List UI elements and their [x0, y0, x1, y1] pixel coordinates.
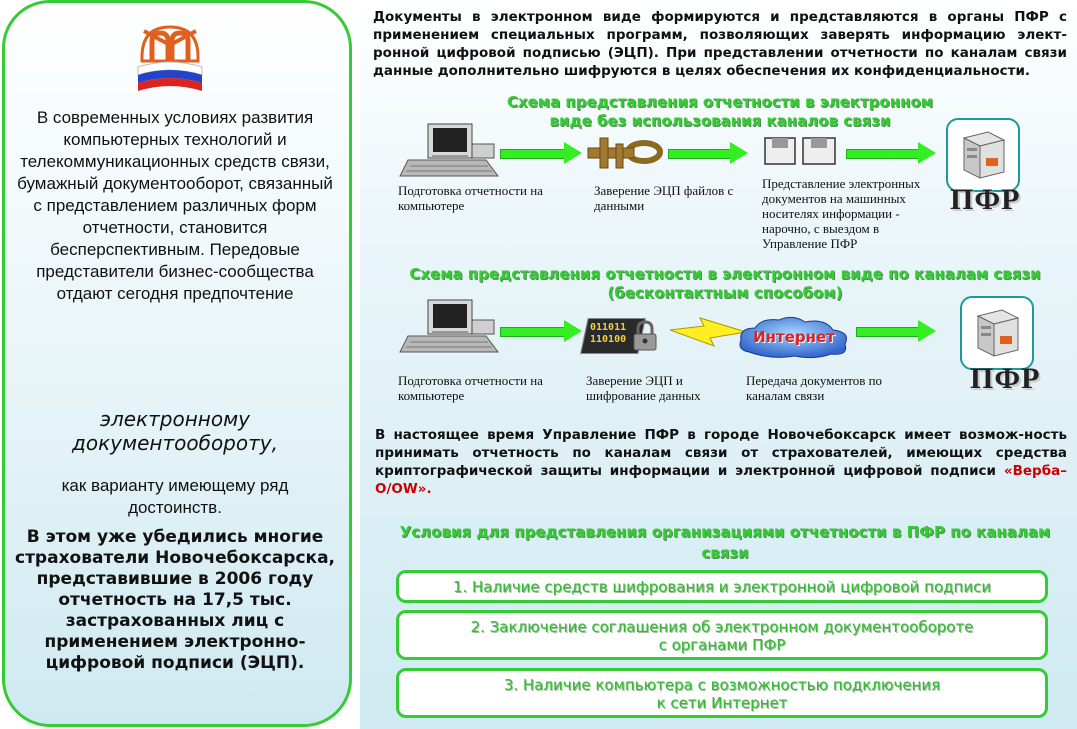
- condition-3-line1: 3. Наличие компьютера с возможностью под…: [399, 676, 1045, 694]
- scheme1-arrow-2: [668, 146, 748, 160]
- emphasis-text: электронному документообороту,: [15, 407, 335, 455]
- pfr-server-box-2: [960, 296, 1034, 370]
- scheme1-title-line1: Схема представления отчетности в электро…: [440, 93, 1000, 112]
- condition-3-line2: к сети Интернет: [399, 694, 1045, 712]
- internet-label: Интернет: [735, 328, 853, 346]
- scheme1-step1-caption: Подготовка отчетности на компьютере: [398, 183, 568, 213]
- computer-icon: [398, 122, 500, 180]
- scheme1-title-line2: виде без использования каналов связи: [440, 112, 1000, 131]
- verba-paragraph-text: В настоящее время Управление ПФР в город…: [375, 427, 1067, 479]
- server-icon: [958, 128, 1008, 182]
- server-icon: [972, 306, 1022, 360]
- scheme1-arrow-1: [500, 146, 582, 160]
- scheme2-step1-caption: Подготовка отчетности на компьютере: [398, 373, 568, 403]
- scheme2-step3-caption: Передача документов по каналам связи: [746, 373, 916, 403]
- scheme2-step2-caption: Заверение ЭЦП и шифрование данных: [586, 373, 736, 403]
- scheme2-arrow-2: [856, 324, 936, 338]
- left-info-panel: В современных условиях развития компьюте…: [2, 0, 352, 727]
- conditions-title: Условия для представления организациями …: [380, 522, 1070, 564]
- condition-3-box: 3. Наличие компьютера с возможностью под…: [396, 668, 1048, 718]
- advantage-text: как варианту имеющему ряд достоинств.: [15, 475, 335, 519]
- internet-cloud-icon: Интернет: [735, 316, 853, 360]
- condition-2-line1: 2. Заключение соглашения об электронном …: [399, 618, 1045, 636]
- scheme1-step2-caption: Заверение ЭЦП файлов с данными: [594, 183, 734, 213]
- pfr-logo-icon: [134, 21, 206, 95]
- scheme2-title-line1: Схема представления отчетности в электро…: [380, 265, 1070, 284]
- scheme1-title: Схема представления отчетности в электро…: [440, 93, 1000, 131]
- diskette-icon: [763, 134, 839, 168]
- scheme1-arrow-3: [846, 146, 936, 160]
- statistics-text: В этом уже убедились многие страхователи…: [15, 527, 335, 674]
- intro-text: В современных условиях развития компьюте…: [15, 107, 335, 305]
- scheme1-step3-caption: Представление электронных документов на …: [762, 176, 947, 251]
- condition-1-box: 1. Наличие средств шифрования и электрон…: [396, 570, 1048, 603]
- verba-paragraph: В настоящее время Управление ПФР в город…: [375, 426, 1067, 498]
- scheme2-arrow-1: [500, 324, 582, 338]
- signature-seal-icon: [584, 134, 666, 174]
- condition-2-box: 2. Заключение соглашения об электронном …: [396, 610, 1048, 660]
- pfr-server-box-1: [946, 118, 1020, 192]
- condition-2-line2: с органами ПФР: [399, 636, 1045, 654]
- condition-1-text: 1. Наличие средств шифрования и электрон…: [399, 578, 1045, 596]
- pfr-label-2: ПФР: [970, 362, 1040, 396]
- computer-icon: [398, 298, 500, 356]
- padlock-icon: [632, 320, 658, 352]
- encryption-icon: 011011 110100: [584, 316, 662, 356]
- intro-paragraph: Документы в электронном виде формируются…: [373, 8, 1067, 80]
- pfr-label-1: ПФР: [950, 183, 1020, 217]
